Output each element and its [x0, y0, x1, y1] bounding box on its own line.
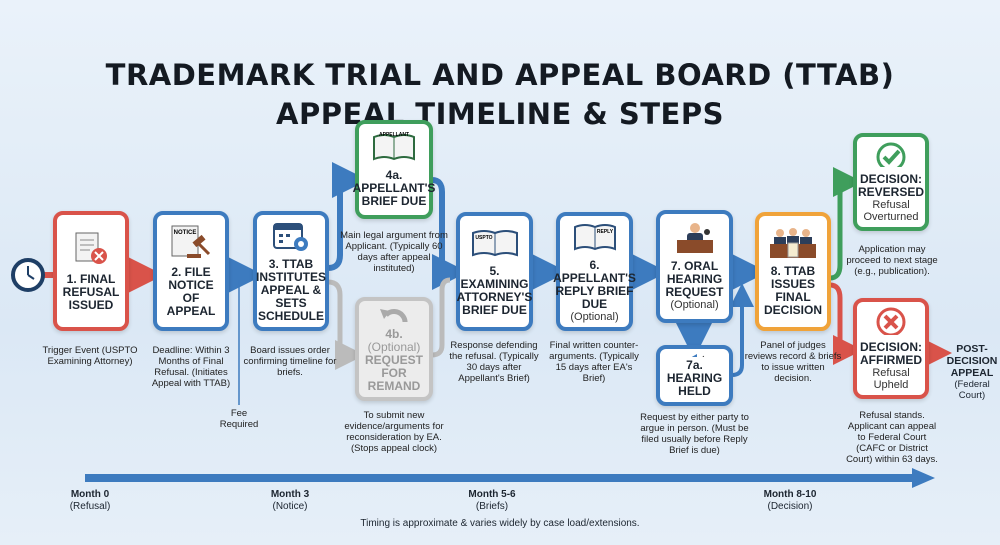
step-sub: Refusal Overturned [863, 199, 919, 223]
step-label: 7a. HEARING HELD [666, 358, 723, 398]
book-icon: USPTO [471, 229, 518, 256]
step-1-final-refusal: 1. FINAL REFUSAL ISSUED [53, 211, 129, 331]
step-3-desc: Board issues order confirming timeline f… [243, 345, 337, 378]
step-4b-desc: To submit new evidence/arguments for rec… [344, 410, 444, 454]
footer-note: Timing is approximate & varies widely by… [360, 518, 640, 529]
decision-affirmed-desc: Refusal stands. Applicant can appeal to … [846, 410, 938, 465]
decision-reversed: DECISION: REVERSED Refusal Overturned [853, 133, 929, 231]
month-note: (Refusal) [69, 501, 111, 512]
arrow-7a-8 [730, 283, 754, 377]
month-label: Month 3 [270, 489, 310, 500]
step-label: 3. TTAB INSTITUTES APPEAL & SETS SCHEDUL… [256, 257, 327, 323]
icon-text: USPTO [475, 235, 492, 241]
arrow-3-4a [327, 162, 368, 271]
calendar-gear-icon [273, 223, 308, 251]
title-line-2: APPEAL TIMELINE & STEPS [276, 97, 724, 131]
step-8-desc: Panel of judges reviews record & briefs … [744, 340, 842, 384]
checkmark-icon [876, 142, 906, 167]
judges-panel-icon [770, 227, 816, 258]
post-sub: (Federal Court) [954, 379, 990, 401]
step-label: 1. FINAL REFUSAL ISSUED [62, 271, 120, 312]
step-sub: Refusal Upheld [872, 367, 910, 391]
step-1-desc: Trigger Event (USPTO Examining Attorney) [42, 345, 138, 367]
clock-icon [11, 258, 45, 292]
decision-reversed-desc: Application may proceed to next stage (e… [846, 244, 938, 277]
step-4a-appellant-brief: APPELLANT 4a. APPELLANT'S BRIEF DUE [352, 120, 436, 219]
arrow-8-affirmed [829, 282, 863, 365]
step-label: 4a. APPELLANT'S BRIEF DUE [352, 168, 436, 208]
month-note: (Briefs) [475, 501, 509, 512]
step-label: 2. FILE NOTICE OF APPEAL [166, 265, 216, 318]
timeline-month-0: Month 0(Refusal) [40, 489, 140, 513]
month-label: Month 5-6 [468, 489, 516, 500]
step-label: REQUEST FOR REMAND [364, 353, 423, 393]
step-sub: (Optional) [670, 299, 719, 311]
timeline-month-3: Month 3(Notice) [240, 489, 340, 513]
step-label: DECISION: AFFIRMED [860, 340, 923, 367]
step-5-desc: Response defending the refusal. (Typical… [449, 340, 539, 384]
post-decision-appeal: POST-DECISION APPEAL (Federal Court) [945, 343, 999, 401]
timeline-month-8-10: Month 8-10(Decision) [740, 489, 840, 513]
step-5-examining-attorney-brief: USPTO 5. EXAMINING ATTORNEY'S BRIEF DUE [456, 212, 533, 331]
icon-text: NOTICE [174, 230, 197, 236]
arrow-4a-5 [431, 177, 468, 290]
undo-icon [380, 309, 408, 322]
step-label: 8. TTAB ISSUES FINAL DECISION [763, 263, 822, 317]
book-icon: APPELLANT [373, 132, 415, 161]
step-4a-desc: Main legal argument from Applicant. (Typ… [340, 230, 448, 274]
step-4b-optional: (Optional) [367, 340, 421, 354]
step-3-ttab-institutes: 3. TTAB INSTITUTES APPEAL & SETS SCHEDUL… [253, 211, 329, 331]
step-4b-num: 4b. [385, 327, 403, 341]
arrow-8-reversed [829, 167, 863, 281]
step-label: 7. ORAL HEARING REQUEST [665, 259, 724, 299]
step-7a-desc: Request by either party to argue in pers… [640, 412, 749, 456]
title-line-1: TRADEMARK TRIAL AND APPEAL BOARD (TTAB) [105, 58, 895, 92]
step-label: 6. APPELLANT'S REPLY BRIEF DUE [553, 257, 636, 311]
step-7-oral-hearing-request: 7. ORAL HEARING REQUEST (Optional) [656, 210, 733, 323]
step-6-desc: Final written counter-arguments. (Typica… [549, 340, 639, 384]
step-2-desc: Deadline: Within 3 Months of Final Refus… [151, 345, 231, 389]
x-circle-icon [876, 307, 906, 335]
step-label: 5. EXAMINING ATTORNEY'S BRIEF DUE [456, 263, 533, 317]
month-label: Month 8-10 [763, 489, 817, 500]
speaker-icon [691, 354, 704, 357]
step-8-final-decision: 8. TTAB ISSUES FINAL DECISION [755, 212, 831, 331]
document-reject-icon [75, 232, 107, 264]
step-6-reply-brief: REPLY 6. APPELLANT'S REPLY BRIEF DUE (Op… [553, 212, 636, 331]
month-label: Month 0 [70, 489, 110, 500]
step-7a-hearing-held: 7a. HEARING HELD [656, 345, 733, 406]
post-label: POST-DECISION APPEAL [946, 343, 998, 379]
fee-required-note: Fee Required [219, 408, 259, 430]
icon-text: REPLY [596, 229, 613, 235]
step-4b-request-remand: 4b. (Optional) REQUEST FOR REMAND [355, 297, 433, 401]
notice-gavel-icon: NOTICE [171, 225, 211, 258]
step-sub: (Optional) [570, 310, 619, 323]
step-label: DECISION: REVERSED [858, 172, 925, 199]
podium-speaker-icon [676, 223, 713, 253]
icon-text: APPELLANT [379, 132, 409, 138]
arrow-4b-5 [431, 277, 451, 358]
month-note: (Decision) [767, 501, 813, 512]
book-icon: REPLY [573, 223, 616, 250]
timeline-month-5-6: Month 5-6(Briefs) [442, 489, 542, 513]
decision-affirmed: DECISION: AFFIRMED Refusal Upheld [853, 298, 929, 399]
arrow-3-4b [327, 279, 365, 370]
step-2-notice-of-appeal: NOTICE 2. FILE NOTICE OF APPEAL [153, 211, 229, 331]
month-note: (Notice) [272, 501, 308, 512]
timeline-arrowhead [912, 468, 935, 488]
